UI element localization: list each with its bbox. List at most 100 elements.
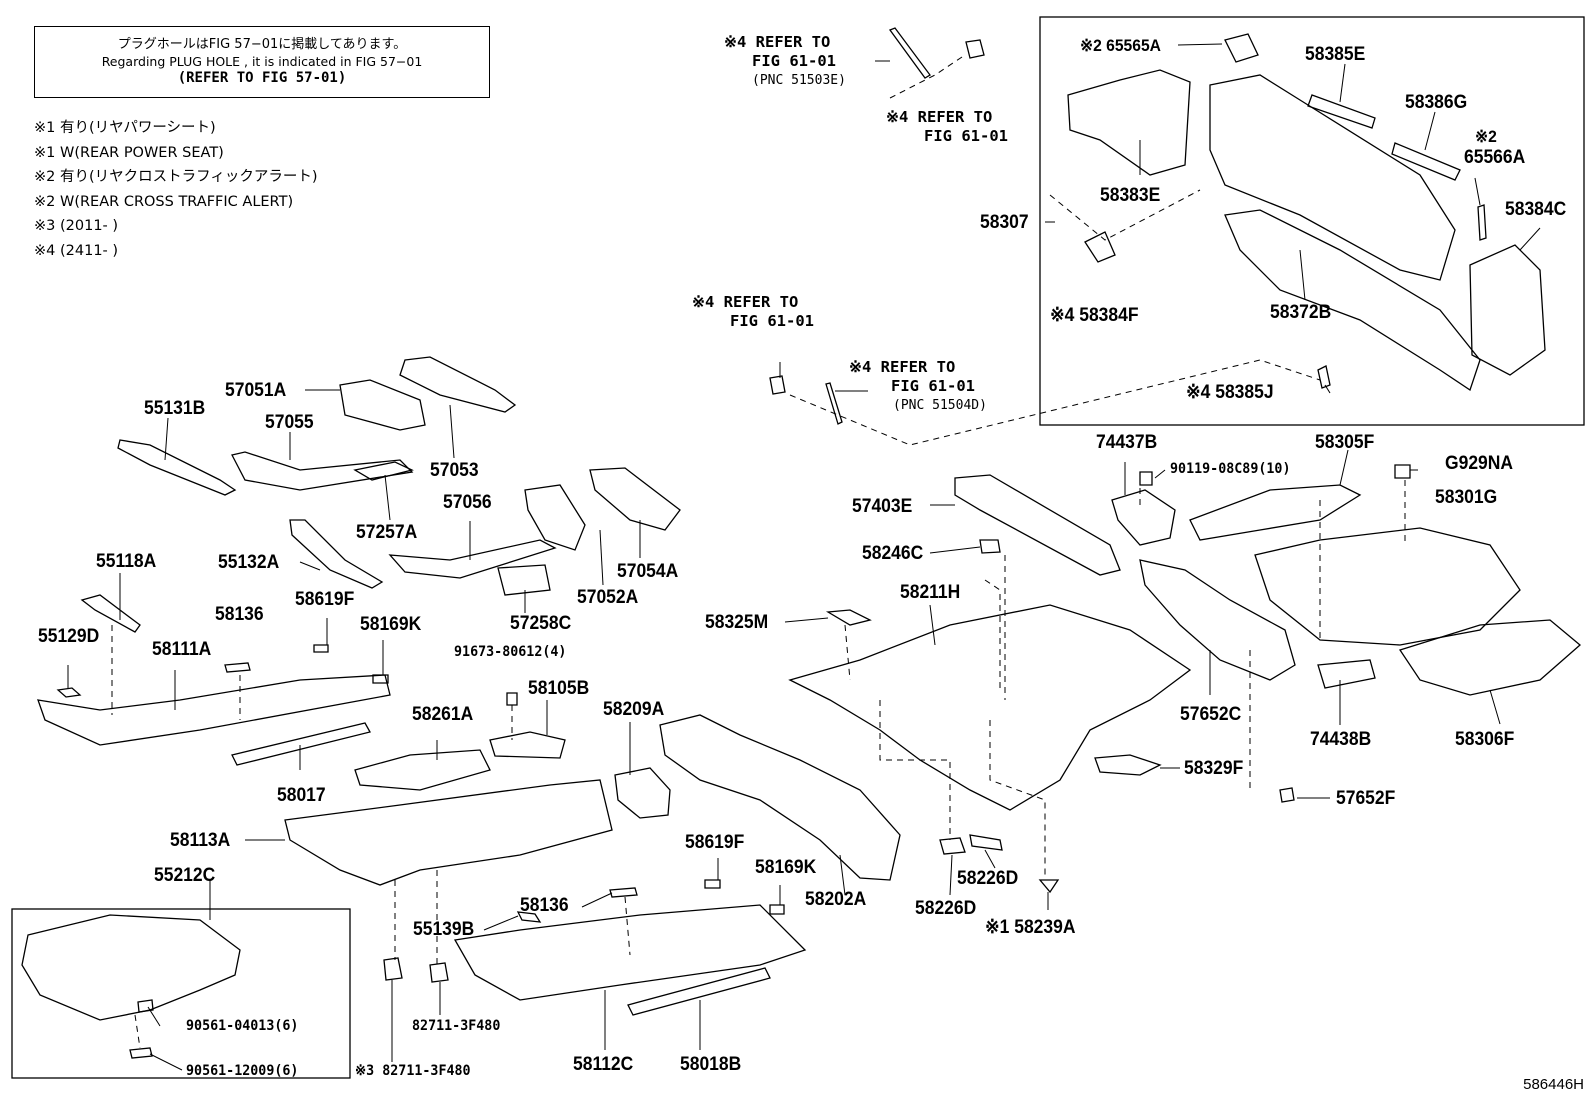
part-label[interactable]: 58384C bbox=[1505, 199, 1567, 220]
part-label[interactable]: 58307 bbox=[980, 212, 1029, 233]
part-label[interactable]: 58372B bbox=[1270, 302, 1332, 323]
part-label[interactable]: 58301G bbox=[1435, 487, 1498, 508]
part-label[interactable]: 57055 bbox=[265, 412, 314, 433]
part-58018B bbox=[627, 967, 771, 1016]
part-label[interactable]: 57051A bbox=[225, 380, 287, 401]
part-label[interactable]: 58136 bbox=[215, 604, 264, 625]
part-58226D-1 bbox=[939, 837, 966, 855]
part-label[interactable]: 55129D bbox=[38, 626, 100, 647]
part-label[interactable]: 57652C bbox=[1180, 704, 1242, 725]
part-label[interactable]: 55212C bbox=[154, 865, 216, 886]
refer-fig-61-01-b[interactable]: ※4 REFER TO FIG 61-01 bbox=[886, 108, 1008, 146]
part-label[interactable]: 57652F bbox=[1336, 788, 1396, 809]
part-label[interactable]: 58105B bbox=[528, 678, 590, 699]
part-label[interactable]: 57053 bbox=[430, 460, 479, 481]
part-label[interactable]: 58385E bbox=[1305, 44, 1366, 65]
part-58384C bbox=[1469, 244, 1546, 376]
note-refer-link[interactable]: (REFER TO FIG 57-01) bbox=[177, 70, 347, 86]
part-label[interactable]: 58136 bbox=[520, 895, 569, 916]
part-label[interactable]: ※4 58385J bbox=[1186, 382, 1274, 403]
part-label[interactable]: 58619F bbox=[295, 589, 355, 610]
part-bolt-51503E bbox=[888, 27, 931, 79]
part-55118A bbox=[80, 594, 141, 633]
part-label[interactable]: 58111A bbox=[152, 639, 212, 660]
part-58384F bbox=[1084, 231, 1116, 263]
part-label[interactable]: 74438B bbox=[1310, 729, 1372, 750]
part-82711a bbox=[429, 962, 449, 983]
part-58385J bbox=[1317, 365, 1331, 389]
part-label[interactable]: ※2 65565A bbox=[1080, 36, 1161, 55]
part-label[interactable]: 58226D bbox=[957, 868, 1019, 889]
part-label[interactable]: 57052A bbox=[577, 587, 639, 608]
part-label[interactable]: 55118A bbox=[96, 551, 157, 572]
part-58105B-bolt bbox=[506, 692, 518, 706]
part-label[interactable]: 58226D bbox=[915, 898, 977, 919]
part-label[interactable]: 91673-80612(4) bbox=[454, 644, 567, 660]
legend-item: ※1 有り(リヤパワーシート) bbox=[34, 120, 216, 136]
refer-fig-61-01-d[interactable]: ※4 REFER TO FIG 61-01 (PNC 51504D) bbox=[849, 358, 987, 415]
part-58226D-2 bbox=[969, 834, 1003, 851]
part-label[interactable]: 57403E bbox=[852, 496, 913, 517]
part-label[interactable]: 58246C bbox=[862, 543, 924, 564]
part-58136a bbox=[224, 662, 251, 673]
part-label[interactable]: 58306F bbox=[1455, 729, 1515, 750]
refer-fig-61-01-c[interactable]: ※4 REFER TO FIG 61-01 bbox=[692, 293, 814, 331]
part-label[interactable]: 58211H bbox=[900, 582, 961, 603]
part-label[interactable]: 65566A bbox=[1464, 147, 1526, 168]
part-90561a bbox=[137, 999, 154, 1013]
part-label[interactable]: 58113A bbox=[170, 830, 231, 851]
part-58301G bbox=[1254, 527, 1521, 646]
part-90561b bbox=[129, 1047, 153, 1059]
part-58383E bbox=[1067, 69, 1191, 176]
part-label[interactable]: 58619F bbox=[685, 832, 745, 853]
part-label[interactable]: 90119-08C89(10) bbox=[1170, 461, 1291, 477]
part-label[interactable]: 58209A bbox=[603, 699, 665, 720]
legend-item: ※3 (2011- ) bbox=[34, 218, 119, 234]
part-label[interactable]: 58017 bbox=[277, 785, 326, 806]
part-55131B bbox=[117, 439, 237, 496]
part-label[interactable]: 58169K bbox=[360, 614, 422, 635]
part-label[interactable]: 58018B bbox=[680, 1054, 742, 1075]
part-label[interactable]: 58305F bbox=[1315, 432, 1375, 453]
part-label[interactable]: 55132A bbox=[218, 552, 280, 573]
part-label[interactable]: 57056 bbox=[443, 492, 492, 513]
part-58372B bbox=[1224, 209, 1481, 392]
part-nut-top bbox=[965, 39, 985, 59]
legend-item: ※2 W(REAR CROSS TRAFFIC ALERT) bbox=[34, 193, 294, 210]
part-58169Kb bbox=[769, 904, 785, 915]
refer-fig-61-01-a[interactable]: ※4 REFER TO FIG 61-01 (PNC 51503E) bbox=[724, 33, 846, 90]
refer-pnc: (PNC 51503E) bbox=[752, 73, 846, 88]
refer-label: ※4 REFER TO bbox=[724, 33, 831, 51]
part-label[interactable]: 58169K bbox=[755, 857, 817, 878]
part-label[interactable]: 55131B bbox=[144, 398, 206, 419]
part-label[interactable]: 58329F bbox=[1184, 758, 1244, 779]
part-label[interactable]: 57054A bbox=[617, 561, 679, 582]
part-label[interactable]: 58383E bbox=[1100, 185, 1161, 206]
part-label[interactable]: ※1 58239A bbox=[985, 917, 1076, 938]
part-label[interactable]: 58325M bbox=[705, 612, 769, 633]
part-label[interactable]: 74437B bbox=[1096, 432, 1158, 453]
figure-id: 586446H bbox=[1523, 1076, 1584, 1093]
part-57257A bbox=[353, 461, 414, 481]
part-label[interactable]: ※4 58384F bbox=[1050, 305, 1139, 326]
part-82711b bbox=[383, 957, 403, 981]
part-label[interactable]: 90561-12009(6) bbox=[186, 1063, 299, 1079]
part-label[interactable]: 82711-3F480 bbox=[412, 1018, 501, 1034]
part-57053 bbox=[399, 356, 517, 413]
part-label[interactable]: 58112C bbox=[573, 1054, 634, 1075]
part-label[interactable]: G929NA bbox=[1445, 453, 1514, 474]
part-label[interactable]: 57257A bbox=[356, 522, 418, 543]
part-label[interactable]: 58386G bbox=[1405, 92, 1468, 113]
part-label[interactable]: 90561-04013(6) bbox=[186, 1018, 299, 1034]
detail-box-55212C bbox=[11, 908, 351, 1079]
part-label[interactable]: ※3 82711-3F480 bbox=[355, 1063, 471, 1079]
part-label[interactable]: 55139B bbox=[413, 919, 475, 940]
part-65565A bbox=[1224, 33, 1259, 63]
legend-item: ※4 (2411- ) bbox=[34, 242, 119, 259]
part-label[interactable]: 58202A bbox=[805, 889, 867, 910]
part-58386G bbox=[1391, 142, 1461, 181]
part-label[interactable]: 58261A bbox=[412, 704, 474, 725]
part-58306F bbox=[1398, 619, 1582, 696]
part-58113A bbox=[284, 779, 613, 886]
part-label[interactable]: 57258C bbox=[510, 613, 572, 634]
